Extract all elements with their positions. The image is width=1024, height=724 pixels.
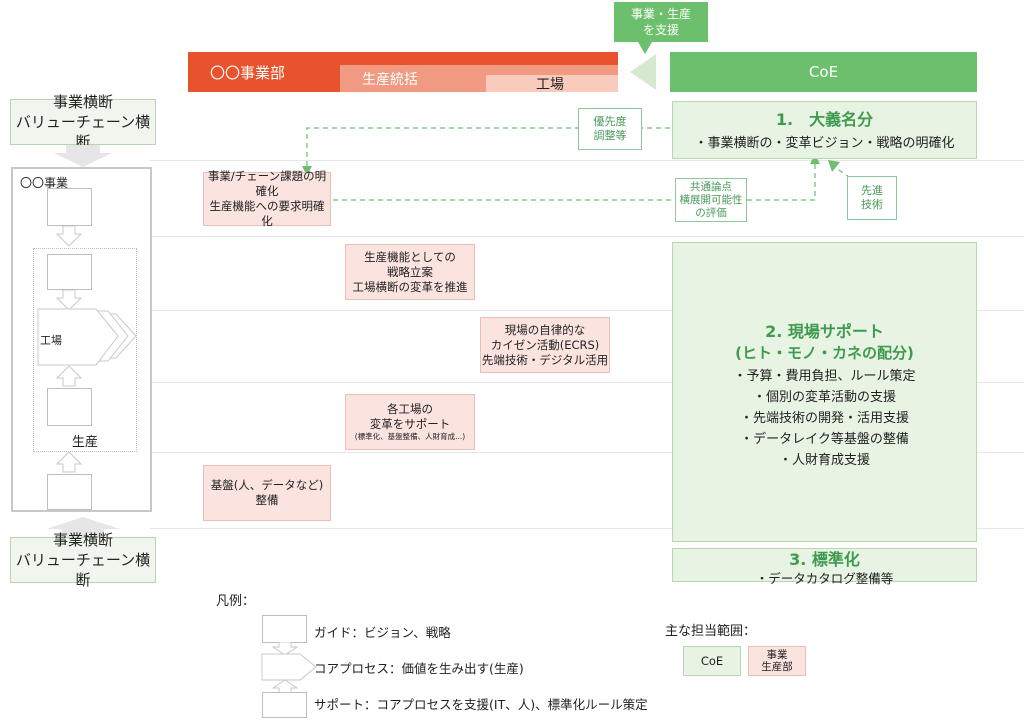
production-label: 生産統括 xyxy=(362,72,418,88)
legend-title: 凡例： xyxy=(216,594,256,609)
legend-coe-swatch: CoE xyxy=(683,646,741,676)
priority-adjust-box: 優先度 調整等 xyxy=(578,108,642,150)
division-label: 〇〇事業部 xyxy=(210,64,286,82)
coe-section-justification xyxy=(672,101,977,159)
coe-s3-body: ・データカタログ整備等 xyxy=(755,571,894,586)
business-label: 〇〇事業 xyxy=(20,176,69,190)
common-issue-box: 共通論点 横展開可能性 の評価 xyxy=(675,178,747,222)
legend-core-label: コアプロセス：価値を生み出す(生産) xyxy=(314,661,524,676)
coe-bar: CoE xyxy=(670,52,977,92)
task-kaizen: 現場の自律的な カイゼン活動(ECRS) 先端技術・デジタル活用 xyxy=(480,317,610,373)
legend-bu-swatch: 事業 生産部 xyxy=(748,646,806,676)
up-arrow-icon xyxy=(56,366,82,387)
coe-s1-body: ・事業横断の・変革ビジョン・戦略の明確化 xyxy=(694,136,955,151)
down-arrow-icon xyxy=(271,642,299,656)
task-business-issue: 事業/チェーン課題の明確化 生産機能への要求明確化 xyxy=(203,169,331,228)
coe-section-field-support xyxy=(672,242,977,542)
row-divider xyxy=(150,382,1024,383)
support-shape xyxy=(47,388,92,426)
task-factory-support-main: 各工場の 変革をサポート xyxy=(369,402,451,431)
down-arrow-icon xyxy=(54,145,112,167)
legend-support-shape xyxy=(262,692,307,718)
support-callout: 事業・生産 を支援 xyxy=(614,2,708,42)
support-callout-pointer xyxy=(638,42,652,54)
coe-s2-subtitle: (ヒト・モノ・カネの配分) xyxy=(735,344,914,362)
production-frame xyxy=(33,248,137,452)
support-arrow-icon xyxy=(630,54,656,90)
legend-core-chevron-icon xyxy=(261,653,317,681)
coe-s2-item: ・個別の変革活動の支援 xyxy=(752,390,896,405)
row-divider xyxy=(150,236,1024,237)
support-shape xyxy=(47,474,92,510)
cross-business-bottom: 事業横断 バリューチェーン横断 xyxy=(10,531,156,589)
coe-s3-title: 3. 標準化 xyxy=(789,550,860,569)
task-factory-support: 各工場の 変革をサポート (標準化、基盤整備、人財育成...) xyxy=(345,394,475,450)
factory-label-left: 工場 xyxy=(40,334,62,347)
down-arrow-icon xyxy=(56,290,82,311)
coe-section-standardization xyxy=(672,548,977,582)
task-infrastructure: 基盤(人、データなど) 整備 xyxy=(203,465,331,521)
legend-scope-title: 主な担当範囲： xyxy=(665,624,757,639)
down-arrow-icon xyxy=(56,226,82,247)
coe-s2-item: ・データレイク等基盤の整備 xyxy=(740,432,909,447)
coe-s2-item: ・人財育成支援 xyxy=(778,453,870,468)
row-divider xyxy=(150,528,1024,529)
factory-bar xyxy=(486,75,618,92)
coe-s1-title: 1. 大義名分 xyxy=(775,110,874,129)
coe-s2-item: ・予算・費用負担、ルール策定 xyxy=(733,369,916,384)
advanced-tech-box: 先進 技術 xyxy=(847,176,897,220)
task-factory-support-sub: (標準化、基盤整備、人財育成...) xyxy=(354,432,466,441)
row-divider xyxy=(150,160,1024,161)
up-arrow-icon xyxy=(56,452,82,473)
guide-shape xyxy=(47,188,92,226)
coe-s2-list: ・予算・費用負担、ルール策定 ・個別の変革活動の支援 ・先端技術の開発・活用支援… xyxy=(672,366,977,471)
factory-chevron-icon xyxy=(37,308,137,366)
legend-guide-label: ガイド：ビジョン、戦略 xyxy=(314,625,451,640)
row-divider xyxy=(150,310,1024,311)
coe-s2-title: 2. 現場サポート xyxy=(765,322,884,341)
task-production-strategy: 生産機能としての 戦略立案 工場横断の変革を推進 xyxy=(345,244,475,300)
legend-guide-shape xyxy=(262,615,307,643)
row-divider xyxy=(150,452,1024,453)
coe-s2-item: ・先端技術の開発・活用支援 xyxy=(739,411,909,426)
up-arrow-icon xyxy=(46,517,120,537)
production-label-left: 生産 xyxy=(72,435,99,450)
legend-support-label: サポート：コアプロセスを支援(IT、人)、標準化ルール策定 xyxy=(314,697,648,712)
factory-label: 工場 xyxy=(536,77,564,93)
